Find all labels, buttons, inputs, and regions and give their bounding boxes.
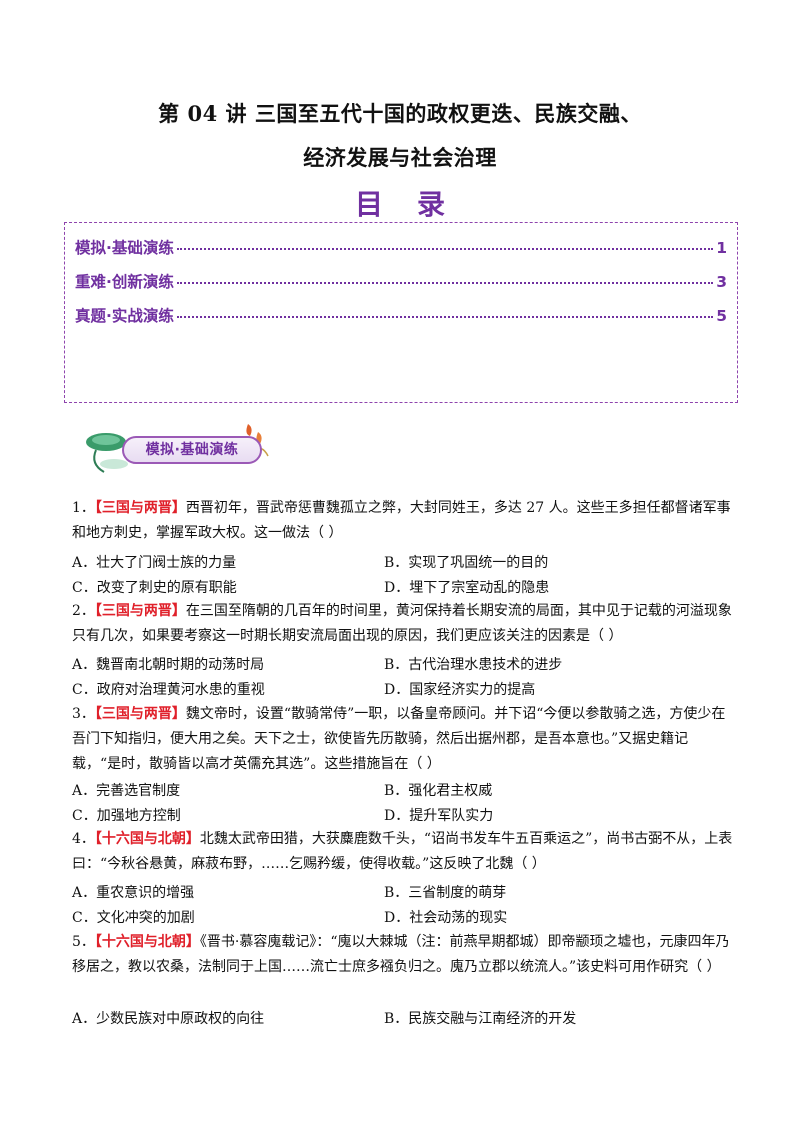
question-tag: 【十六国与北朝】: [94, 831, 200, 847]
question-text: 西晋初年，晋武帝惩曹魏孤立之弊，大封同姓王，多达 27 人。这些王多担任都督诸军…: [72, 500, 731, 541]
document-title-line-1: 第 04 讲 三国至五代十国的政权更迭、民族交融、: [158, 101, 642, 126]
toc-item-page: 3: [716, 273, 727, 291]
option-b[interactable]: B．三省制度的萌芽: [384, 885, 507, 901]
option-c[interactable]: C．改变了刺史的原有职能: [72, 580, 237, 596]
option-d[interactable]: D．国家经济实力的提高: [384, 682, 536, 698]
question-number: 2．: [72, 603, 95, 619]
toc-leader-dots: [176, 248, 714, 250]
option-b[interactable]: B．民族交融与江南经济的开发: [384, 1011, 577, 1027]
section-banner: 模拟·基础演练: [82, 420, 270, 478]
question-text: 《晋书·慕容廆载记》：“廆以大棘城（注：前燕早期都城）即帝颛顼之墟也，元康四年乃…: [72, 934, 730, 975]
toc-item-advanced[interactable]: 重难·创新演练 3: [75, 270, 727, 292]
question-text: 北魏太武帝田猎，大获麋鹿数千头，“诏尚书发车牛五百乘运之”，尚书古弼不从，上表曰…: [72, 831, 733, 872]
toc-item-page: 1: [716, 239, 727, 257]
lotus-decoration-icon: [86, 424, 269, 473]
table-of-contents: 模拟·基础演练 1 重难·创新演练 3 真题·实战演练 5: [64, 222, 738, 403]
question-text: 在三国至隋朝的几百年的时间里，黄河保持着长期安流的局面，其中见于记载的河溢现象只…: [72, 603, 732, 644]
question-2: 2．【三国与两晋】在三国至隋朝的几百年的时间里，黄河保持着长期安流的局面，其中见…: [72, 599, 736, 649]
question-number: 4．: [72, 831, 95, 847]
option-a[interactable]: A．魏晋南北朝时期的动荡时局: [72, 657, 265, 673]
toc-item-real-exam[interactable]: 真题·实战演练 5: [75, 304, 727, 326]
toc-leader-dots: [176, 282, 714, 284]
option-a[interactable]: A．完善选官制度: [72, 783, 181, 799]
toc-item-basic[interactable]: 模拟·基础演练 1: [75, 236, 727, 258]
question-3: 3．【三国与两晋】魏文帝时，设置“散骑常侍”一职，以备皇帝顾问。并下诏“今便以参…: [72, 702, 736, 777]
toc-leader-dots: [176, 316, 714, 318]
option-a[interactable]: A．壮大了门阀士族的力量: [72, 555, 237, 571]
question-number: 1．: [72, 500, 95, 516]
question-text: 魏文帝时，设置“散骑常侍”一职，以备皇帝顾问。并下诏“今便以参散骑之选，方使少在…: [72, 706, 726, 772]
document-title-line-2: 经济发展与社会治理: [303, 145, 497, 170]
question-tag: 【三国与两晋】: [94, 706, 186, 722]
question-tag: 【三国与两晋】: [94, 500, 186, 516]
question-tag: 【十六国与北朝】: [94, 934, 200, 950]
option-d[interactable]: D．社会动荡的现实: [384, 910, 508, 926]
option-c[interactable]: C．文化冲突的加剧: [72, 910, 195, 926]
toc-item-label: 重难·创新演练: [75, 273, 174, 291]
section-banner-label: 模拟·基础演练: [122, 436, 262, 464]
option-b[interactable]: B．古代治理水患技术的进步: [384, 657, 563, 673]
question-tag: 【三国与两晋】: [94, 603, 186, 619]
option-c[interactable]: C．政府对治理黄河水患的重视: [72, 682, 265, 698]
option-a[interactable]: A．少数民族对中原政权的向往: [72, 1011, 265, 1027]
question-5: 5．【十六国与北朝】《晋书·慕容廆载记》：“廆以大棘城（注：前燕早期都城）即帝颛…: [72, 930, 736, 980]
option-a[interactable]: A．重农意识的增强: [72, 885, 195, 901]
question-1: 1．【三国与两晋】西晋初年，晋武帝惩曹魏孤立之弊，大封同姓王，多达 27 人。这…: [72, 496, 736, 546]
toc-heading: 目录: [354, 188, 479, 221]
option-c[interactable]: C．加强地方控制: [72, 808, 181, 824]
option-d[interactable]: D．埋下了宗室动乱的隐患: [384, 580, 550, 596]
question-4: 4．【十六国与北朝】北魏太武帝田猎，大获麋鹿数千头，“诏尚书发车牛五百乘运之”，…: [72, 827, 736, 877]
toc-item-page: 5: [716, 307, 727, 325]
question-number: 5．: [72, 934, 95, 950]
option-b[interactable]: B．实现了巩固统一的目的: [384, 555, 549, 571]
toc-item-label: 模拟·基础演练: [75, 239, 174, 257]
option-b[interactable]: B．强化君主权威: [384, 783, 493, 799]
question-number: 3．: [72, 706, 95, 722]
option-d[interactable]: D．提升军队实力: [384, 808, 494, 824]
toc-item-label: 真题·实战演练: [75, 307, 174, 325]
